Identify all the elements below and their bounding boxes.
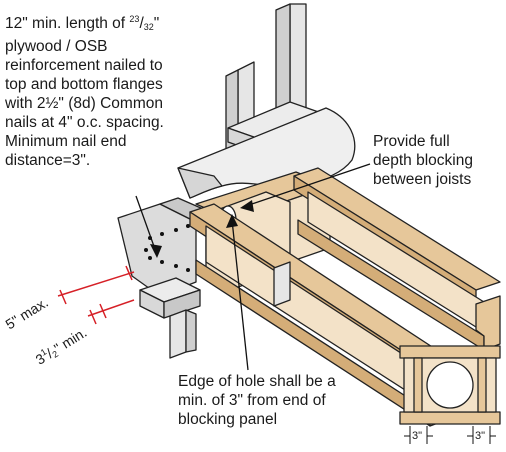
reinforcement-note-line-8: distance=3". xyxy=(5,152,91,169)
inset-section xyxy=(399,345,501,425)
hole-edge-note-line-1: Edge of hole shall be a xyxy=(178,373,336,390)
lower-posts xyxy=(139,261,291,359)
reinforcement-note-line-5: with 2½" (8d) Common xyxy=(5,95,163,112)
blocking-note-line-2: depth blocking xyxy=(373,152,473,169)
hole-edge-note-line-3: blocking panel xyxy=(178,411,278,428)
reinforcement-note-line-7: Minimum nail end xyxy=(5,133,127,150)
bearing-dimension xyxy=(57,265,135,325)
reinforcement-note-line-2: plywood / OSB xyxy=(5,38,108,55)
blocking-note-line-1: Provide full xyxy=(373,133,450,150)
leader-lines xyxy=(135,163,371,371)
reinforcement-note-line-3: reinforcement nailed to xyxy=(5,57,163,74)
blocking-note: Provide full depth blocking between jois… xyxy=(373,132,473,189)
nail-pattern xyxy=(144,224,190,272)
front-left-i-joist xyxy=(189,203,447,427)
hole-edge-note: Edge of hole shall be a min. of 3" from … xyxy=(178,372,336,429)
blocking-note-line-3: between joists xyxy=(373,171,472,188)
inset-dim-left: 3" xyxy=(412,430,423,442)
hole-edge-note-line-2: min. of 3" from end of xyxy=(178,392,326,409)
inset-dimension-lines xyxy=(404,426,496,444)
reinforcement-note-line-1: 12" min. length of 23/32" xyxy=(5,14,160,32)
inset-dim-right: 3" xyxy=(475,430,486,442)
reinforcement-note-line-6: nails at 4" o.c. spacing. xyxy=(5,114,164,131)
reinforcement-note: 12" min. length of 23/32" plywood / OSB … xyxy=(5,10,164,170)
back-right-i-joist xyxy=(293,167,501,351)
reinforcement-note-line-4: top and bottom flanges xyxy=(5,76,163,93)
